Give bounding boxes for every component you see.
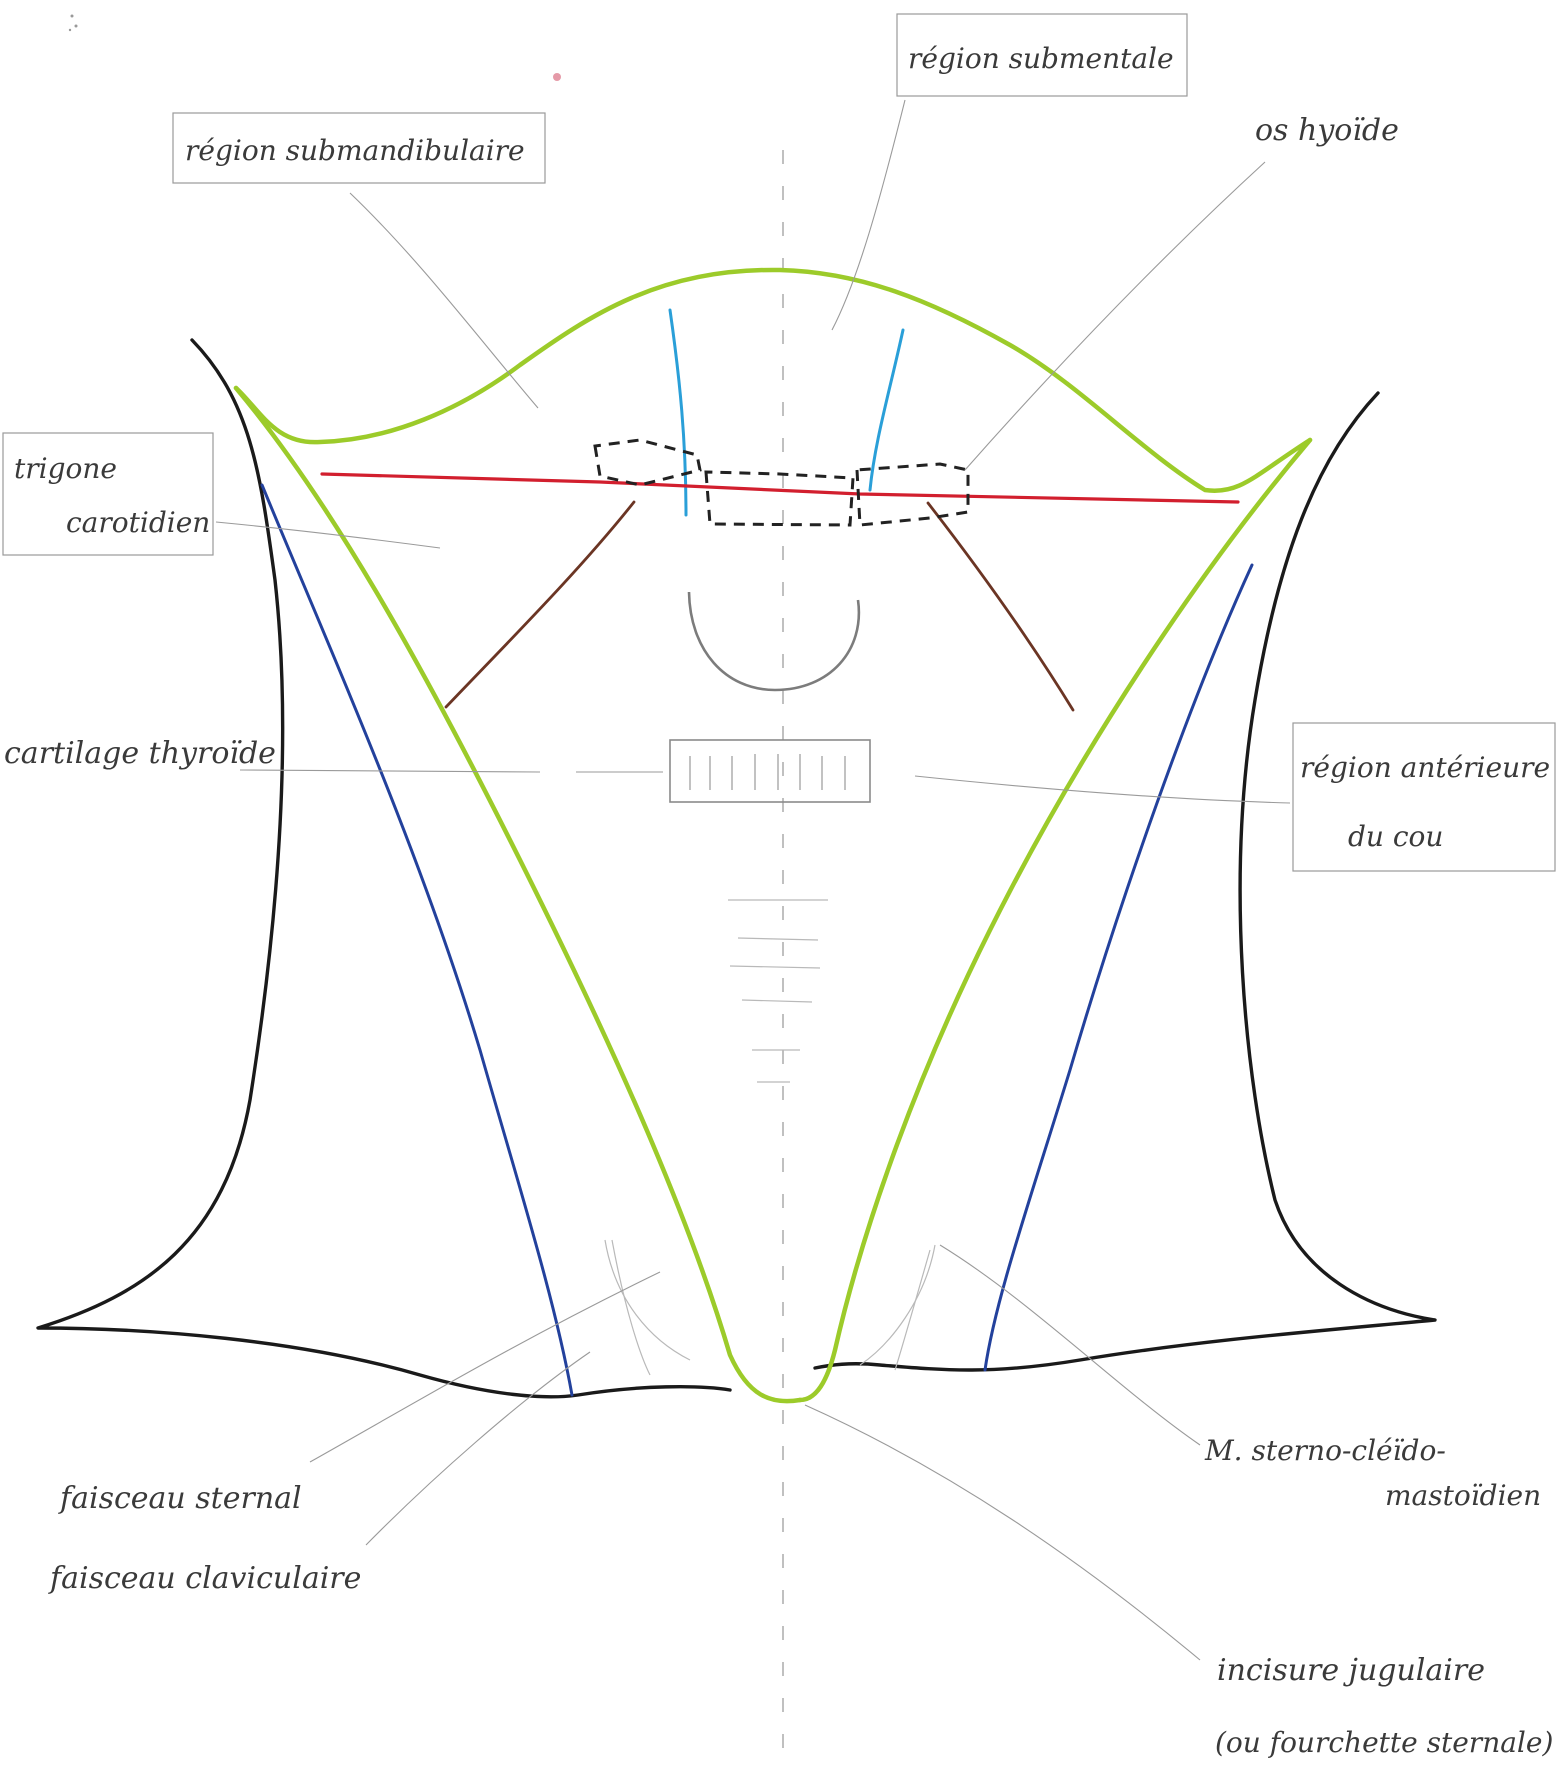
label-thyroid-text: cartilage thyroïde [4,736,276,771]
sternocleidomastoid-right [797,437,1313,1403]
cricoid-cartilage [669,739,871,803]
label-submental: région submentale [831,13,1188,331]
anterior-jugular-left [668,308,688,517]
label-thyroid-cartilage: cartilage thyroïde [4,736,663,773]
pencil-specks [68,14,78,32]
label-sternocleidomastoid: M. sterno-cléïdo- mastoïdien [939,1244,1541,1512]
anterior-jugular-right [868,328,905,492]
omohyoid-right [926,501,1075,712]
hyoid-level-line [320,472,1240,504]
label-submandibular: région submandibulaire [172,112,546,409]
label-carotid-text-1: trigone [14,452,117,485]
label-hyoid: os hyoïde [964,113,1399,471]
red-speck [553,73,561,81]
mandible-line [233,267,1313,493]
neck-outline [36,338,732,1399]
trachea-rings [728,899,828,1083]
label-hyoid-text: os hyoïde [1255,113,1399,148]
label-submental-text: région submentale [908,42,1174,75]
label-sternal-head: faisceau sternal [58,1271,661,1516]
neck-outline-right [813,391,1437,1372]
label-anterior-region: région antérieure du cou [914,722,1556,872]
external-jugular-right [983,563,1254,1372]
label-sternal-text: faisceau sternal [58,1481,302,1516]
scm-heads-sketch [604,1239,936,1376]
label-jugular-text-1: incisure jugulaire [1217,1653,1485,1688]
thyroid-notch [687,591,861,692]
sternocleidomastoid-left [233,385,803,1404]
label-anterior-text-2: du cou [1348,820,1443,853]
omohyoid-left [444,500,636,709]
label-anterior-text-1: région antérieure [1300,751,1550,784]
label-scm-text-1: M. sterno-cléïdo- [1204,1434,1446,1467]
label-clavicular-head: faisceau claviculaire [48,1351,591,1596]
label-carotid-text-2: carotidien [66,506,210,539]
label-jugular-notch: incisure jugulaire (ou fourchette sterna… [804,1404,1553,1759]
label-carotid-triangle: trigone carotidien [2,432,441,556]
label-submandibular-text: région submandibulaire [185,134,525,167]
external-jugular-left [260,483,574,1397]
label-clavicular-text: faisceau claviculaire [48,1561,361,1596]
hyoid-bone [593,438,970,527]
label-jugular-text-2: (ou fourchette sternale) [1215,1726,1553,1759]
label-scm-text-2: mastoïdien [1385,1479,1541,1512]
